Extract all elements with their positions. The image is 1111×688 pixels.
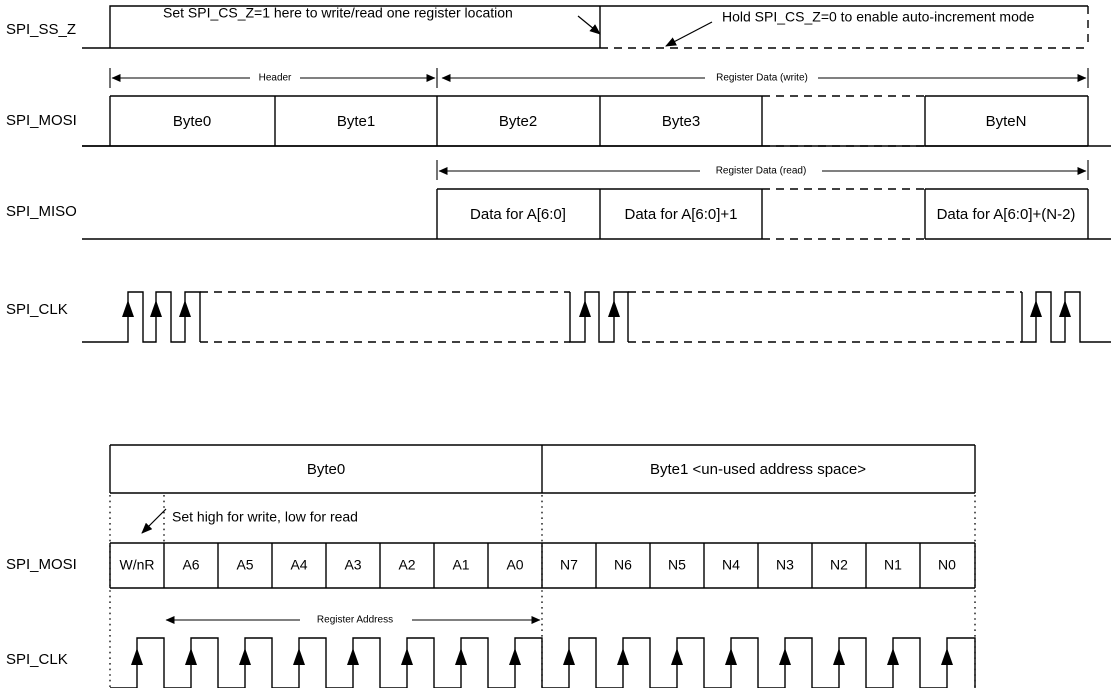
bit-cell-a5: A5 xyxy=(236,557,253,573)
clk-bottom-edge-marker-1 xyxy=(131,648,143,665)
signal-label-spi-ss-z: SPI_SS_Z xyxy=(6,21,76,38)
bit-cell-a6: A6 xyxy=(182,557,199,573)
annotation-wnr-leader xyxy=(141,508,167,534)
clk-bottom-edge-marker-5 xyxy=(347,648,359,665)
signal-label-spi-mosi-bottom: SPI_MOSI xyxy=(6,556,77,573)
bit-cell-n6: N6 xyxy=(614,557,632,573)
miso-cell-data-a-plus-1: Data for A[6:0]+1 xyxy=(625,206,738,223)
bit-cell-a2: A2 xyxy=(398,557,415,573)
ss-z-high-segment xyxy=(109,5,600,48)
bit-cell-n0: N0 xyxy=(938,557,956,573)
bit-cell-a4: A4 xyxy=(290,557,307,573)
clk-bottom-edge-marker-2 xyxy=(185,648,197,665)
signal-label-spi-clk-bottom: SPI_CLK xyxy=(6,651,68,668)
annotation-wnr-note: Set high for write, low for read xyxy=(172,509,358,525)
annotation-write-one-register-leader xyxy=(577,15,601,35)
clk-bottom-waveform xyxy=(110,637,976,688)
clk-bottom-edge-marker-10 xyxy=(617,648,629,665)
clk-top-edge-marker-1 xyxy=(122,300,134,317)
annotation-auto-increment-leader xyxy=(665,21,713,47)
bit-cell-n1: N1 xyxy=(884,557,902,573)
clk-bottom-edge-marker-12 xyxy=(725,648,737,665)
clk-bottom-edge-marker-15 xyxy=(887,648,899,665)
clk-bottom-edge-marker-8 xyxy=(509,648,521,665)
mosi-cell-byte0: Byte0 xyxy=(173,113,211,130)
bit-cell-n2: N2 xyxy=(830,557,848,573)
clk-top-edge-marker-5 xyxy=(608,300,620,317)
bit-cell-a0: A0 xyxy=(506,557,523,573)
clk-bottom-edge-marker-11 xyxy=(671,648,683,665)
miso-cell-data-a: Data for A[6:0] xyxy=(470,206,566,223)
register-address-dim-label: Register Address xyxy=(317,615,393,626)
clk-top-edge-marker-3 xyxy=(179,300,191,317)
header-dim-label: Header xyxy=(259,73,292,84)
bit-cell-n4: N4 xyxy=(722,557,740,573)
clk-bottom-edge-marker-13 xyxy=(779,648,791,665)
bit-cell-wnr: W/nR xyxy=(120,557,155,573)
clk-top-burst-3 xyxy=(1021,291,1111,343)
signal-label-spi-clk-top: SPI_CLK xyxy=(6,301,68,318)
signal-label-spi-miso: SPI_MISO xyxy=(6,203,77,220)
clk-top-edge-marker-4 xyxy=(579,300,591,317)
clk-bottom-edge-marker-16 xyxy=(941,648,953,665)
bit-cell-n3: N3 xyxy=(776,557,794,573)
mosi-cell-byten: ByteN xyxy=(986,113,1027,130)
clk-bottom-edge-marker-14 xyxy=(833,648,845,665)
regdata-read-dim-label: Register Data (read) xyxy=(716,166,807,177)
bit-cell-a3: A3 xyxy=(344,557,361,573)
clk-bottom-edge-marker-9 xyxy=(563,648,575,665)
clk-bottom-edge-marker-4 xyxy=(293,648,305,665)
regdata-write-dim-label: Register Data (write) xyxy=(716,73,808,84)
clk-bottom-edge-marker-6 xyxy=(401,648,413,665)
clk-top-burst-2 xyxy=(569,291,629,343)
clk-top-burst-1 xyxy=(82,291,201,343)
clk-top-edge-marker-6 xyxy=(1030,300,1042,317)
mosi-cell-byte3: Byte3 xyxy=(662,113,700,130)
annotation-write-one-register: Set SPI_CS_Z=1 here to write/read one re… xyxy=(163,5,513,21)
annotation-auto-increment: Hold SPI_CS_Z=0 to enable auto-increment… xyxy=(722,9,1035,25)
mosi-cell-byte2: Byte2 xyxy=(499,113,537,130)
byte-header-byte0: Byte0 xyxy=(307,461,345,478)
miso-cell-data-a-plus-n2: Data for A[6:0]+(N-2) xyxy=(937,206,1076,223)
mosi-cell-byte1: Byte1 xyxy=(337,113,375,130)
clk-bottom-pulses xyxy=(110,637,976,688)
signal-label-spi-mosi-top: SPI_MOSI xyxy=(6,112,77,129)
clk-top-edge-marker-2 xyxy=(150,300,162,317)
bit-cell-a1: A1 xyxy=(452,557,469,573)
clk-top-edge-marker-7 xyxy=(1059,300,1071,317)
clk-bottom-edge-marker-7 xyxy=(455,648,467,665)
clk-bottom-edge-markers xyxy=(131,648,953,665)
byte-header-byte1: Byte1 <un-used address space> xyxy=(650,461,866,478)
bit-cell-n5: N5 xyxy=(668,557,686,573)
bit-cell-n7: N7 xyxy=(560,557,578,573)
clk-bottom-edge-marker-3 xyxy=(239,648,251,665)
